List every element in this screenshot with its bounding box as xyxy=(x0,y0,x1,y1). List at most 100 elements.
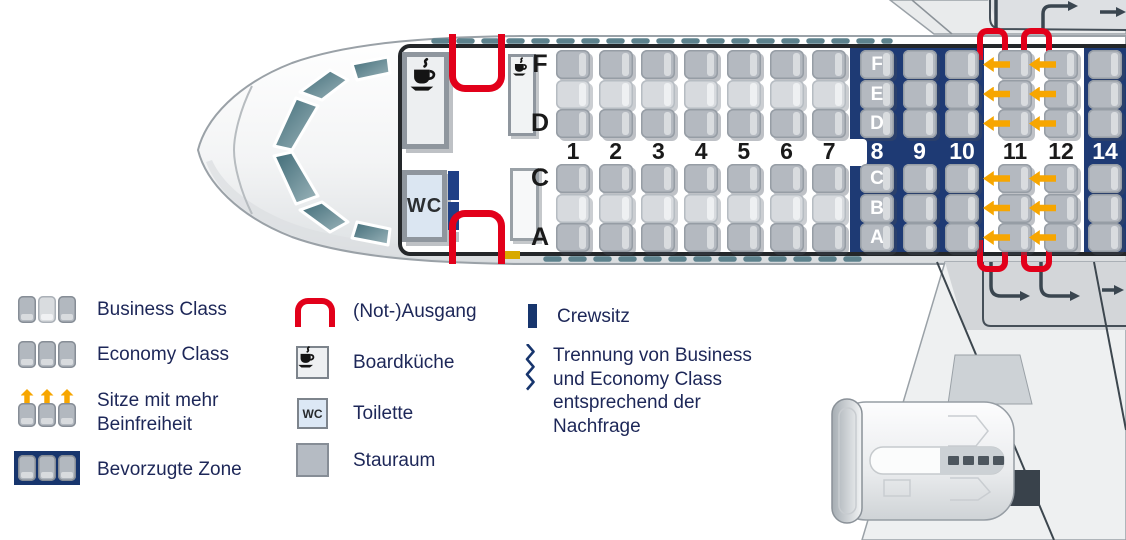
seat xyxy=(641,193,676,223)
seat xyxy=(945,193,979,223)
row-number: 6 xyxy=(780,138,793,164)
legend-item-exit: (Not-)Ausgang xyxy=(295,298,477,327)
row-number: 4 xyxy=(694,138,708,164)
legend-item-business: Business Class xyxy=(18,296,227,323)
toilet-icon: WC xyxy=(297,398,353,429)
seat xyxy=(1088,223,1122,252)
overwing-exit-bottom-2 xyxy=(1021,240,1052,272)
legend-item-galley: Boardküche xyxy=(296,346,454,379)
row-number: 2 xyxy=(609,138,623,164)
seat xyxy=(860,164,894,193)
legend-label: Trennung von Business und Economy Class … xyxy=(553,345,752,437)
seat xyxy=(1088,50,1122,79)
legend-item-preferred: Bevorzugte Zone xyxy=(14,451,242,485)
seat xyxy=(684,109,719,138)
galley-icon xyxy=(512,57,527,76)
legend-item-storage: Stauraum xyxy=(296,443,435,477)
seat xyxy=(902,50,937,79)
seat xyxy=(684,50,719,79)
legend-item-divider: Trennung von Business und Economy Class … xyxy=(524,344,771,438)
seat xyxy=(726,50,761,79)
legend-divider-icon xyxy=(525,344,535,391)
overwing-exit-top-2 xyxy=(1021,28,1052,60)
row-number: 8 xyxy=(870,138,884,164)
seat xyxy=(1088,109,1122,138)
seat xyxy=(812,109,847,138)
crew-seat-icon xyxy=(523,304,557,328)
legend-item-toilet: WC Toilette xyxy=(297,398,413,429)
seat-letter: F xyxy=(532,50,548,78)
legend-label: Sitze mit mehr Beinfreiheit xyxy=(97,390,219,435)
seat xyxy=(902,223,937,252)
galley-icon xyxy=(410,57,436,91)
seat xyxy=(769,79,804,109)
seat xyxy=(860,109,894,138)
yellow-marker xyxy=(502,251,520,259)
seat xyxy=(726,164,761,193)
seat xyxy=(945,164,979,193)
row-number: 9 xyxy=(913,138,926,164)
economy-class-icon xyxy=(18,341,97,368)
seat xyxy=(556,223,590,252)
seat xyxy=(812,223,847,252)
seat xyxy=(598,50,633,79)
seat xyxy=(902,109,937,138)
seat xyxy=(1088,193,1122,223)
legend-item-economy: Economy Class xyxy=(18,341,229,368)
seat-letter: D xyxy=(530,109,550,137)
legend-label: Stauraum xyxy=(353,450,436,471)
seat-letter: F xyxy=(871,54,883,75)
legend-label: Toilette xyxy=(353,403,414,424)
seat xyxy=(598,223,633,252)
seat xyxy=(769,164,804,193)
extra-legroom-icon xyxy=(18,389,97,427)
legend-label: Bevorzugte Zone xyxy=(97,459,242,480)
seat xyxy=(684,223,719,252)
row-number: 11 xyxy=(1002,138,1028,164)
seat xyxy=(684,193,719,223)
seat-letter: C xyxy=(870,168,884,189)
seat-letter: C xyxy=(530,164,550,192)
row-number: 14 xyxy=(1092,138,1118,164)
seat xyxy=(860,193,894,223)
seat xyxy=(945,109,979,138)
seat xyxy=(684,164,719,193)
seat-letter: A xyxy=(530,223,550,251)
galley-front xyxy=(402,52,449,149)
seat-letter: D xyxy=(870,113,884,134)
seat xyxy=(812,50,847,79)
business-class-icon xyxy=(18,296,97,323)
row-number: 3 xyxy=(651,138,665,164)
seat xyxy=(598,164,633,193)
overwing-exit-top-1 xyxy=(977,28,1008,60)
seat xyxy=(902,193,937,223)
row-number: 10 xyxy=(949,138,975,164)
seat xyxy=(812,164,847,193)
aisle-notch xyxy=(850,139,867,166)
seat-letter: B xyxy=(870,197,884,219)
seat xyxy=(684,79,719,109)
seat xyxy=(598,193,633,223)
seat xyxy=(812,79,847,109)
engine xyxy=(831,354,1040,524)
overwing-exit-bottom-1 xyxy=(977,240,1008,272)
row-number: 12 xyxy=(1048,138,1074,164)
crew-seat-marker xyxy=(448,171,459,200)
class-divider-zigzag xyxy=(2,0,11,201)
class-divider-legend-icon xyxy=(524,344,553,391)
exit-icon xyxy=(295,298,353,327)
seat xyxy=(641,164,676,193)
seat xyxy=(902,164,937,193)
seat xyxy=(556,193,590,223)
seat xyxy=(726,223,761,252)
legend-label: Economy Class xyxy=(97,344,229,365)
seat xyxy=(556,164,590,193)
exit-door-front-top xyxy=(449,34,505,92)
storage-closet xyxy=(510,168,539,241)
seat xyxy=(556,109,590,138)
seat xyxy=(769,193,804,223)
seat-letter: E xyxy=(870,83,884,105)
legend-label: Business Class xyxy=(97,299,227,320)
seat xyxy=(598,109,633,138)
